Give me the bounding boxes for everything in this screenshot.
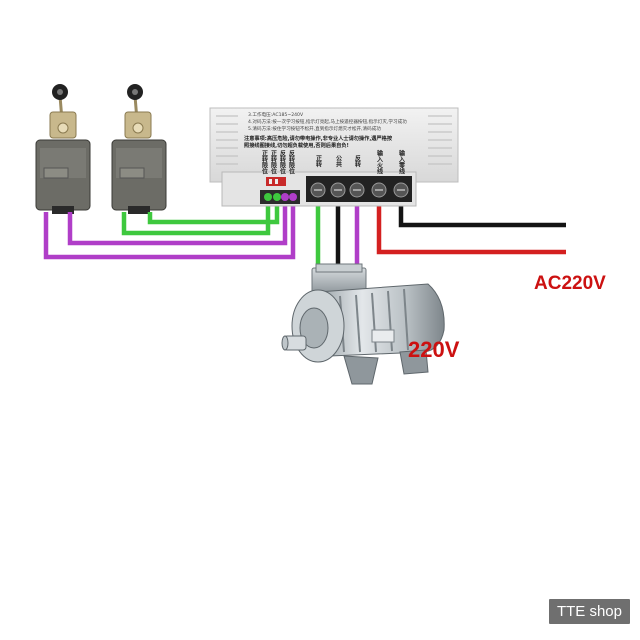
motor: [281, 263, 445, 385]
shop-watermark: TTE shop: [548, 599, 630, 624]
power-label-neutral: 输入零线: [398, 149, 406, 175]
motor-label-reverse: 反转: [354, 154, 361, 168]
terminal-label-4: 反转限位: [288, 149, 295, 175]
controller-note-3: 5.清码方法:按住学习按钮不松开,直到指示灯熄灭才松开,清码成功: [248, 125, 381, 132]
controller-note-1: 3.工作电压:AC185~240V: [248, 111, 304, 118]
controller-note-2: 4.对码方法:按一次学习按钮,指示灯亮起,马上按遥控器按钮,指示灯灭,学习成功: [248, 118, 407, 125]
motor-voltage-label: 220V: [408, 337, 460, 362]
motor-label-common: 公共: [335, 155, 342, 168]
power-label-live: 输入火线: [376, 149, 384, 175]
terminal-label-2: 正转限位: [270, 150, 277, 175]
terminal-label-1: 正转限位: [261, 150, 268, 175]
controller-box: 3.工作电压:AC185~240V 4.对码方法:按一次学习按钮,指示灯亮起,马…: [209, 107, 459, 207]
controller-warning-1: 注意事项:高压危险,请勿带电操作,非专业人士请勿操作,遇严格按: [244, 134, 393, 142]
terminal-label-3: 反转限位: [279, 149, 286, 175]
limit-switch-2: [111, 84, 167, 214]
motor-label-forward: 正转: [315, 155, 322, 168]
limit-switch-1: [35, 84, 91, 214]
controller-warning-2: 照接线图接线,切勿超负载使用,否则后果自负!: [244, 141, 349, 149]
wires: [43, 196, 566, 272]
ac-input-label: AC220V: [534, 273, 606, 294]
